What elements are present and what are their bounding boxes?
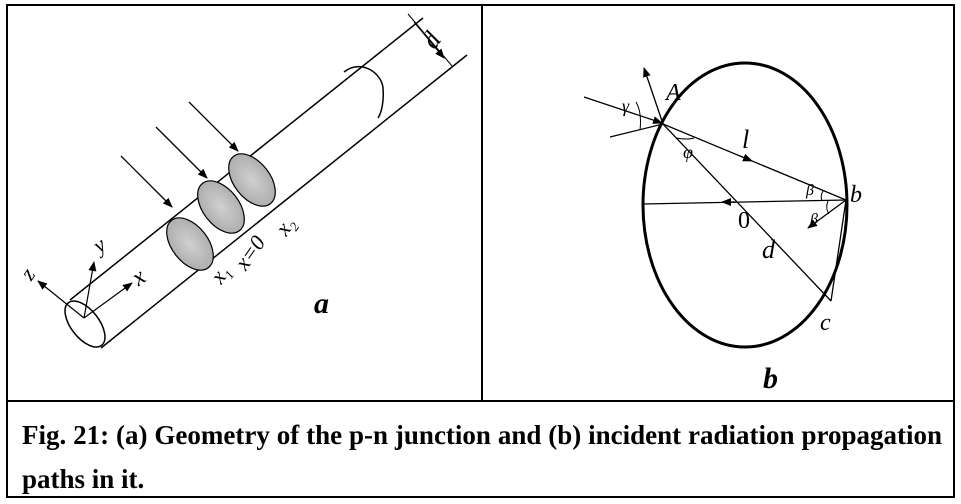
z-axis-arrow xyxy=(37,280,85,319)
cylinder-front-end xyxy=(64,300,106,348)
angle-gamma-label: γ xyxy=(622,96,630,116)
junction-disc-1 xyxy=(166,217,214,271)
diameter-line xyxy=(662,123,832,302)
angle-beta-arc-1 xyxy=(820,190,824,202)
dimension-arrow xyxy=(413,21,445,59)
center-0-label: 0 xyxy=(738,208,750,234)
reflected-beta-arrow xyxy=(807,199,847,229)
ray-l-arrow xyxy=(739,153,753,162)
caption-divider xyxy=(6,400,955,402)
y-axis-label: y xyxy=(86,232,110,259)
y-axis-arrow xyxy=(83,261,97,319)
z-axis-label: z xyxy=(14,263,40,286)
chord-bc xyxy=(830,199,847,302)
angle-gamma-arc xyxy=(635,101,641,131)
panel-b-drawing: A γ φ l β β b 0 d c b xyxy=(583,61,862,395)
panel-a-label: a xyxy=(314,287,329,320)
angle-phi-arc xyxy=(675,137,695,140)
length-l-label: l xyxy=(742,125,749,154)
reflected-ray xyxy=(643,67,664,125)
cross-section-circle xyxy=(641,61,849,349)
panel-b-label: b xyxy=(763,362,778,395)
angle-beta-2-label: β xyxy=(809,211,818,228)
panel-a-drawing: d x y z x1 x=0 x2 a xyxy=(14,13,468,349)
angle-beta-1-label: β xyxy=(805,182,814,199)
x-axis-arrow xyxy=(83,282,133,319)
incident-arrow-2 xyxy=(155,126,208,179)
junction-disc-3 xyxy=(228,153,276,207)
figure-caption: Fig. 21: (a) Geometry of the p-n junctio… xyxy=(22,420,942,494)
ray-l xyxy=(662,123,847,201)
dimension-d-label: d xyxy=(416,26,448,54)
angle-phi-label: φ xyxy=(683,142,693,162)
figure-frame xyxy=(6,4,955,498)
panel-divider xyxy=(481,4,483,402)
angle-beta-arc-2 xyxy=(826,200,830,215)
diameter-d-label: d xyxy=(762,235,776,264)
surface-ray xyxy=(609,123,664,138)
dimension-ext-1 xyxy=(407,13,453,67)
point-c-label: c xyxy=(820,310,831,336)
point-A-label: A xyxy=(664,80,681,106)
x-axis-label: x xyxy=(126,264,151,292)
incident-ray xyxy=(583,96,663,124)
junction-disc-2 xyxy=(197,180,245,234)
cylinder-section-arc xyxy=(343,65,384,119)
pos-x0-label: x=0 xyxy=(229,231,270,275)
point-b-label: b xyxy=(850,182,862,208)
pos-x2-label: x2 xyxy=(269,212,302,243)
incident-arrow-1 xyxy=(120,155,173,208)
incident-arrow-3 xyxy=(188,101,239,152)
cylinder-bottom-edge xyxy=(100,54,468,349)
horizontal-chord xyxy=(642,199,847,205)
